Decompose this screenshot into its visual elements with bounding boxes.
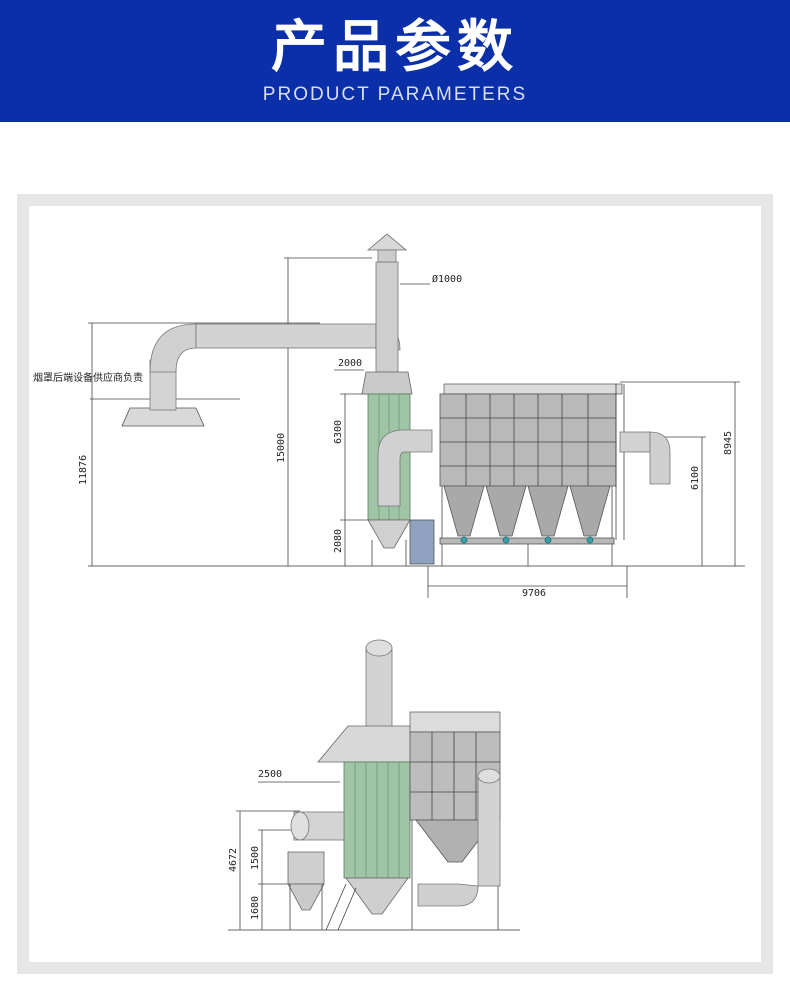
label-height-mid: 1500 (250, 846, 261, 870)
label-width-top: 2000 (338, 358, 362, 369)
label-height-total: 4672 (228, 848, 239, 872)
side-view-drawing (228, 639, 520, 931)
label-length: 9706 (522, 588, 546, 599)
page-subtitle: PRODUCT PARAMETERS (262, 84, 528, 105)
label-tower-height: 6300 (333, 420, 344, 444)
label-height-stack: 15000 (276, 433, 287, 463)
label-tower-base: 2080 (333, 529, 344, 553)
label-height-left: 11876 (78, 455, 89, 485)
label-right-height: 6100 (690, 466, 701, 490)
label-diameter: Ø1000 (432, 273, 462, 285)
label-height-base: 1680 (250, 896, 261, 920)
top-view-drawing (88, 233, 745, 598)
header-banner: 产品参数 PRODUCT PARAMETERS (0, 0, 790, 122)
page-title: 产品参数 (271, 15, 519, 80)
supplier-note: 烟罩后端设备供应商负责 (33, 371, 143, 384)
label-width-hood: 2500 (258, 769, 282, 780)
label-right-total: 8945 (723, 431, 734, 455)
